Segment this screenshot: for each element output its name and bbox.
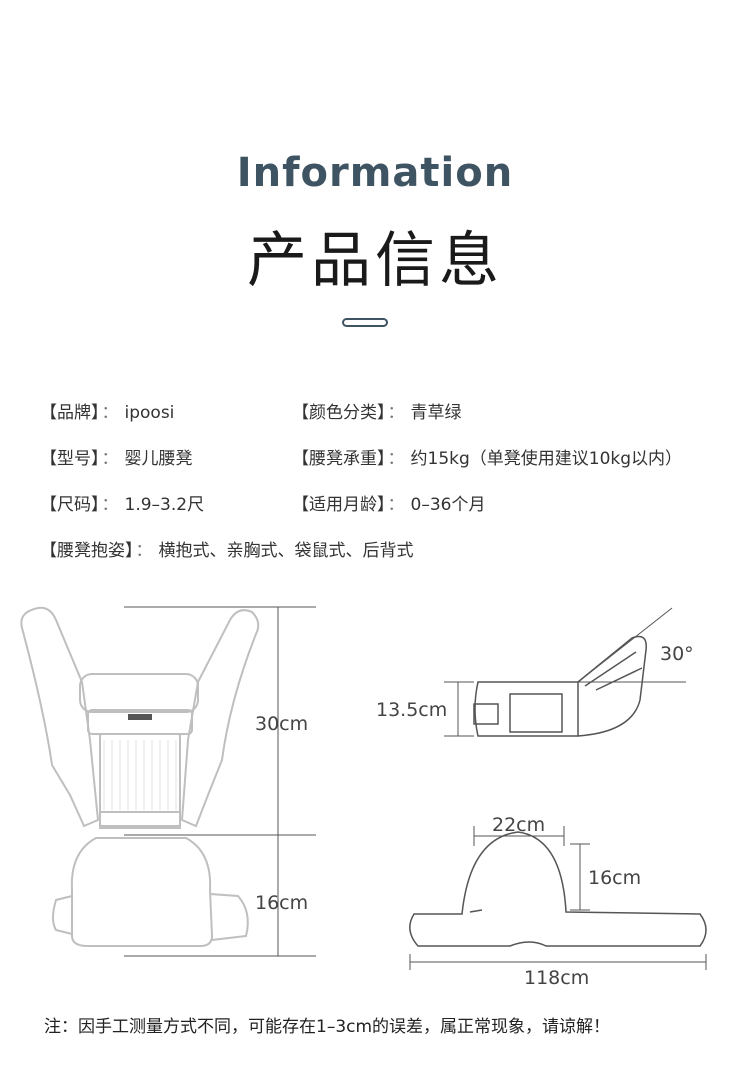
colon: ： <box>101 495 119 515</box>
top-view-dimension-lines <box>409 826 707 970</box>
spec-brand: 【品牌】：ipoosi <box>40 398 174 423</box>
height-dimension-lines <box>124 606 316 957</box>
spec-size-value: 1.9–3.2尺 <box>124 495 205 515</box>
measurement-note: 注：因手工测量方式不同，可能存在1–3cm的误差，属正常现象，请谅解！ <box>44 1017 611 1037</box>
spec-color: 【颜色分类】：青草绿 <box>292 398 462 423</box>
spec-color-label: 【颜色分类】 <box>292 403 386 423</box>
spec-age-label: 【适用月龄】 <box>292 495 386 515</box>
dim-lower-height: 16cm <box>255 892 308 914</box>
dim-seat-height: 13.5cm <box>376 699 447 721</box>
spec-age-value: 0–36个月 <box>410 495 486 515</box>
carrier-illustration <box>20 606 260 947</box>
dim-top-width: 22cm <box>492 814 545 836</box>
spec-pose: 【腰凳抱姿】：横抱式、亲胸式、袋鼠式、后背式 <box>40 536 414 561</box>
spec-color-value: 青草绿 <box>410 403 462 423</box>
seat-side-view <box>473 635 647 737</box>
spec-pose-value: 横抱式、亲胸式、袋鼠式、后背式 <box>158 541 414 561</box>
colon: ： <box>387 495 405 515</box>
spec-brand-value: ipoosi <box>124 403 175 423</box>
dim-seat-angle: 30° <box>660 643 694 665</box>
carrier-mesh-pattern <box>103 740 177 810</box>
colon: ： <box>387 403 405 423</box>
seat-angle-lines <box>444 607 686 737</box>
spec-size: 【尺码】：1.9–3.2尺 <box>40 490 204 515</box>
spec-load: 【腰凳承重】：约15kg（单凳使用建议10kg以内） <box>292 444 682 469</box>
dim-bump-height: 16cm <box>588 867 641 889</box>
seat-top-view <box>409 831 707 947</box>
colon: ： <box>387 449 405 469</box>
spec-pose-label: 【腰凳抱姿】 <box>40 541 134 561</box>
spec-age: 【适用月龄】：0–36个月 <box>292 490 485 515</box>
colon: ： <box>135 541 153 561</box>
title-english: Information <box>236 150 514 196</box>
title-chinese: 产品信息 <box>247 226 503 296</box>
colon: ： <box>101 403 119 423</box>
title-divider-pill <box>342 318 388 327</box>
colon: ： <box>101 449 119 469</box>
spec-model-value: 婴儿腰凳 <box>124 449 193 469</box>
spec-load-label: 【腰凳承重】 <box>292 449 386 469</box>
spec-model-label: 【型号】 <box>40 449 100 469</box>
spec-model: 【型号】：婴儿腰凳 <box>40 444 193 469</box>
dimension-diagram: 30cm 16cm 30° 13.5cm 22cm 16cm 118cm <box>20 606 707 989</box>
brand-tag <box>128 714 152 720</box>
spec-brand-label: 【品牌】 <box>40 403 100 423</box>
spec-size-label: 【尺码】 <box>40 495 100 515</box>
dim-belt-length: 118cm <box>524 967 589 989</box>
spec-load-value: 约15kg（单凳使用建议10kg以内） <box>410 449 683 469</box>
dim-upper-height: 30cm <box>255 713 308 735</box>
